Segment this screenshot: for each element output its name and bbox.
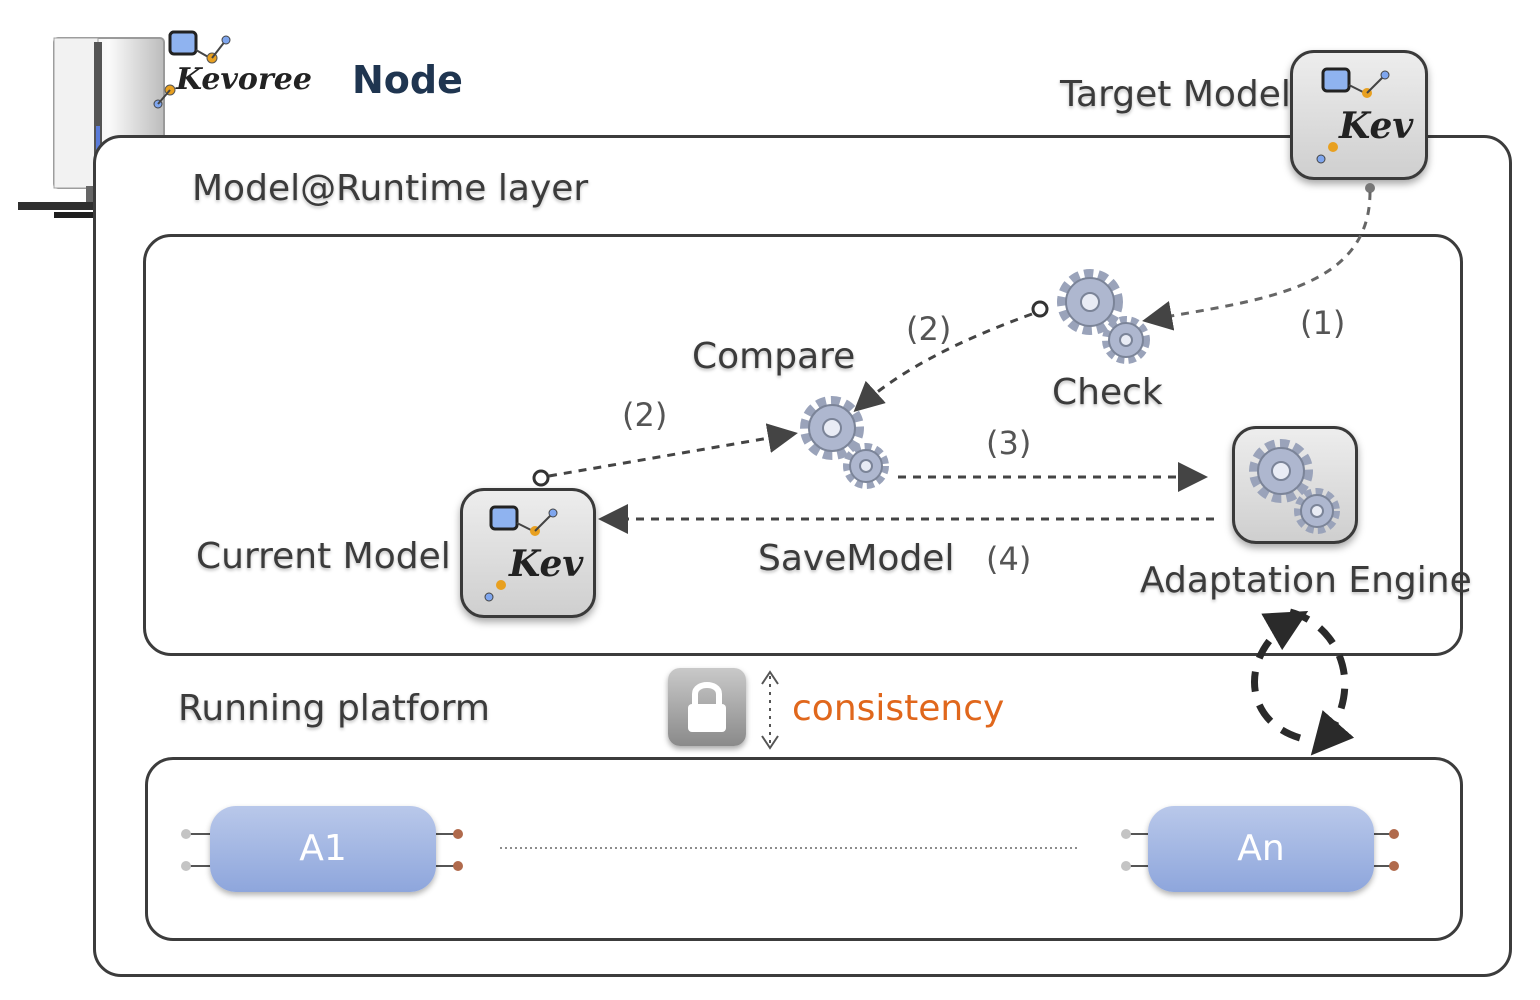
check-gears-icon[interactable] (1052, 264, 1162, 374)
consistency-label: consistency (792, 688, 1005, 729)
step-1-label: (1) (1300, 304, 1346, 342)
a1-ports (181, 829, 463, 871)
runtime-layer-label: Model@Runtime layer (192, 168, 589, 209)
check-port (1031, 300, 1049, 318)
step-3-label: (3) (986, 424, 1032, 462)
arrow-platform-to-engine (1251, 611, 1309, 742)
kevoree-logo-word: Kevoree (176, 62, 312, 97)
running-platform-label: Running platform (178, 688, 490, 729)
target-model-icon[interactable]: Kev (1290, 50, 1428, 180)
kevoree-logo-graph-icon (153, 30, 231, 109)
arrow-engine-to-platform (1289, 608, 1355, 756)
step-2-check-label: (2) (906, 310, 952, 348)
engine-gears-icon (1249, 439, 1340, 534)
target-model-label: Target Model (1060, 74, 1291, 115)
step-4-label: (4) (986, 540, 1032, 578)
compare-gears-icon[interactable] (796, 392, 900, 496)
lock-icon (668, 668, 746, 746)
current-model-icon[interactable]: Kev (460, 488, 596, 618)
arrow-target-to-check (1142, 191, 1372, 331)
component-an[interactable]: An (1148, 806, 1374, 892)
component-a1[interactable]: A1 (210, 806, 436, 892)
check-label: Check (1052, 372, 1163, 413)
arrow-current-to-compare (548, 423, 798, 478)
node-title: Node (352, 58, 463, 102)
compare-label: Compare (692, 336, 856, 377)
adaptation-engine-label: Adaptation Engine (1140, 560, 1472, 601)
arrow-check-to-compare (853, 312, 1033, 413)
kev-graph-icon (1316, 67, 1390, 164)
target-model-port (1365, 183, 1375, 193)
save-model-label: SaveModel (758, 538, 955, 579)
current-model-label: Current Model (196, 536, 451, 577)
step-2-current-label: (2) (622, 396, 668, 434)
current-model-port (532, 469, 550, 487)
current-model-kev: Kev (509, 543, 584, 585)
adaptation-engine-icon[interactable] (1232, 426, 1358, 544)
target-model-kev: Kev (1339, 105, 1414, 147)
kev-graph-icon (484, 505, 558, 602)
